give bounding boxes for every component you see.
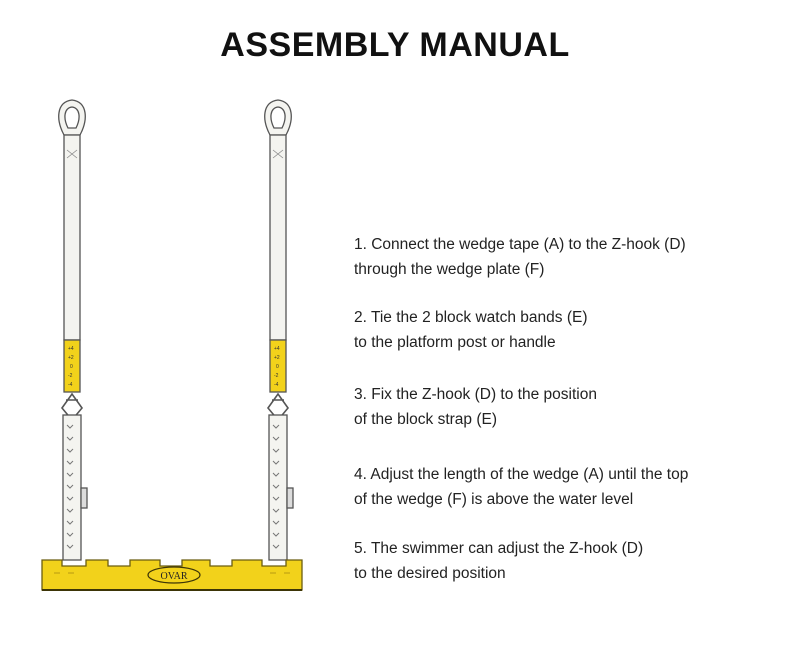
step-4: 4. Adjust the length of the wedge (A) un…: [354, 462, 688, 512]
left-lower-strap: [62, 414, 82, 561]
left-strap: +4 +2 0 -2 -4: [58, 99, 88, 561]
right-lower-strap: [268, 414, 288, 561]
step-2-line-2: to the platform post or handle: [354, 334, 556, 351]
right-mark-1: +4: [274, 346, 280, 352]
right-strap: +4 +2 0 -2 -4: [264, 99, 294, 561]
step-5: 5. The swimmer can adjust the Z-hook (D)…: [354, 536, 643, 586]
platform: OVAR: [41, 559, 303, 591]
platform-logo: OVAR: [160, 571, 187, 582]
step-3: 3. Fix the Z-hook (D) to the position of…: [354, 382, 597, 432]
right-mark-4: -2: [274, 373, 279, 379]
left-mark-1: +4: [68, 346, 74, 352]
step-2: 2. Tie the 2 block watch bands (E) to th…: [354, 305, 587, 355]
step-4-line-1: 4. Adjust the length of the wedge (A) un…: [354, 466, 689, 483]
step-2-line-1: 2. Tie the 2 block watch bands (E): [354, 309, 588, 326]
left-mark-2: +2: [68, 355, 74, 361]
right-mark-3: 0: [276, 364, 279, 370]
right-strap-teeth: [272, 424, 280, 549]
left-mark-3: 0: [70, 364, 73, 370]
left-buckle: [80, 487, 88, 509]
left-strap-teeth: [66, 424, 74, 549]
step-5-line-1: 5. The swimmer can adjust the Z-hook (D): [354, 540, 644, 557]
step-3-line-2: of the block strap (E): [354, 411, 498, 428]
left-mark-5: -4: [68, 382, 73, 388]
step-5-line-2: to the desired position: [354, 565, 506, 582]
page-title: ASSEMBLY MANUAL: [220, 26, 570, 64]
left-strap-marks: [63, 339, 81, 393]
right-mark-2: +2: [274, 355, 280, 361]
right-mark-5: -4: [274, 382, 279, 388]
step-1: 1. Connect the wedge tape (A) to the Z-h…: [354, 232, 686, 282]
platform-logo-badge: [147, 566, 201, 584]
step-3-line-1: 3. Fix the Z-hook (D) to the position: [354, 386, 597, 403]
left-strap-tape: [63, 134, 81, 341]
step-1-line-1: 1. Connect the wedge tape (A) to the Z-h…: [354, 236, 686, 253]
step-4-line-2: of the wedge (F) is above the water leve…: [354, 491, 634, 508]
right-buckle: [286, 487, 294, 509]
step-1-line-2: through the wedge plate (F): [354, 261, 545, 278]
right-strap-tape: [269, 134, 287, 341]
left-mark-4: -2: [68, 373, 73, 379]
right-strap-marks: [269, 339, 287, 393]
